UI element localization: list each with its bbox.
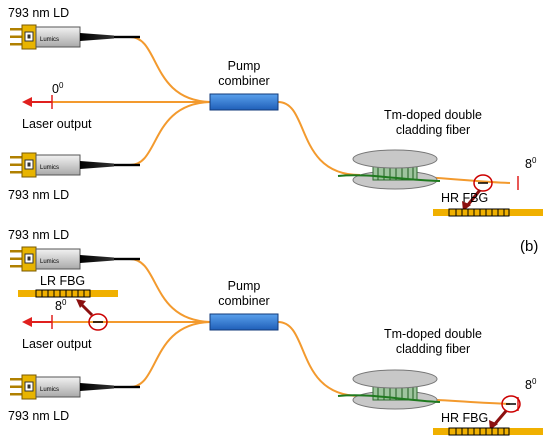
ld-brand-label: Lumics: [40, 387, 59, 393]
tm-fiber-label-line1: Tm-doped double: [384, 108, 482, 122]
angle-left-label: 80: [55, 298, 67, 313]
fbg-pointer-arrow: [465, 189, 482, 207]
tm-fiber-label-line2: cladding fiber: [396, 123, 470, 137]
laser-output-label: Laser output: [22, 337, 92, 351]
panel-b-label: (b): [520, 238, 538, 255]
pump-combiner-label-line1: Pump: [228, 279, 261, 293]
hr-fbg-strip: [433, 427, 543, 436]
fbg-location-marker: [501, 395, 521, 413]
fiber-ld-top-to-combiner: [129, 258, 211, 323]
fbg-pointer-arrow: [492, 410, 508, 426]
laser-diode-bottom: [10, 374, 140, 400]
tm-fiber-label-line1: Tm-doped double: [384, 327, 482, 341]
lr-fbg-strip: [18, 289, 118, 298]
fiber-ld-bottom-to-combiner: [129, 101, 211, 166]
ld-brand-label: Lumics: [40, 259, 59, 265]
tm-fiber-label-line2: cladding fiber: [396, 342, 470, 356]
tm-fiber-spool: [352, 369, 438, 410]
angle-left-label: 00: [52, 81, 64, 96]
ld-brand-label: Lumics: [40, 165, 59, 171]
laser-diode-top: [10, 24, 140, 50]
ld-brand-label: Lumics: [40, 37, 59, 43]
doped-fiber: [337, 394, 441, 403]
ld-bottom-label: 793 nm LD: [8, 188, 69, 202]
doped-fiber: [337, 174, 441, 182]
panel-bottom: Lumics Lumics 793 nm LD 793 nm LD LR FBG…: [8, 228, 543, 436]
pump-combiner: [209, 93, 279, 111]
lr-fbg-location-marker: [88, 313, 108, 331]
hr-fbg-label: HR FBG: [441, 411, 488, 425]
tm-fiber-spool: [352, 149, 438, 190]
pump-combiner-label-line2: combiner: [218, 294, 269, 308]
fiber-ld-top-to-combiner: [129, 36, 211, 103]
fbg-location-marker: [473, 174, 493, 192]
fiber-combiner-to-gain: [277, 101, 361, 176]
ld-top-label: 793 nm LD: [8, 228, 69, 242]
laser-diode-top: [10, 246, 140, 272]
laser-output-arrowhead: [22, 97, 32, 107]
angle-right-label: 80: [525, 156, 537, 171]
ld-bottom-label: 793 nm LD: [8, 409, 69, 423]
pump-combiner: [209, 313, 279, 331]
fiber-combiner-to-gain: [277, 321, 361, 397]
hr-fbg-strip: [433, 208, 543, 217]
panel-top: Lumics Lumics 793 nm LD 793 nm LD 00 Las…: [8, 6, 543, 217]
fiber-ld-bottom-to-combiner: [129, 321, 211, 388]
lr-fbg-label: LR FBG: [40, 274, 85, 288]
laser-output-arrowhead: [22, 317, 32, 327]
ld-top-label: 793 nm LD: [8, 6, 69, 20]
pump-combiner-label-line2: combiner: [218, 74, 269, 88]
pump-combiner-label-line1: Pump: [228, 59, 261, 73]
laser-output-label: Laser output: [22, 117, 92, 131]
hr-fbg-label: HR FBG: [441, 191, 488, 205]
laser-diode-bottom: [10, 152, 140, 178]
angle-right-label: 80: [525, 377, 537, 392]
